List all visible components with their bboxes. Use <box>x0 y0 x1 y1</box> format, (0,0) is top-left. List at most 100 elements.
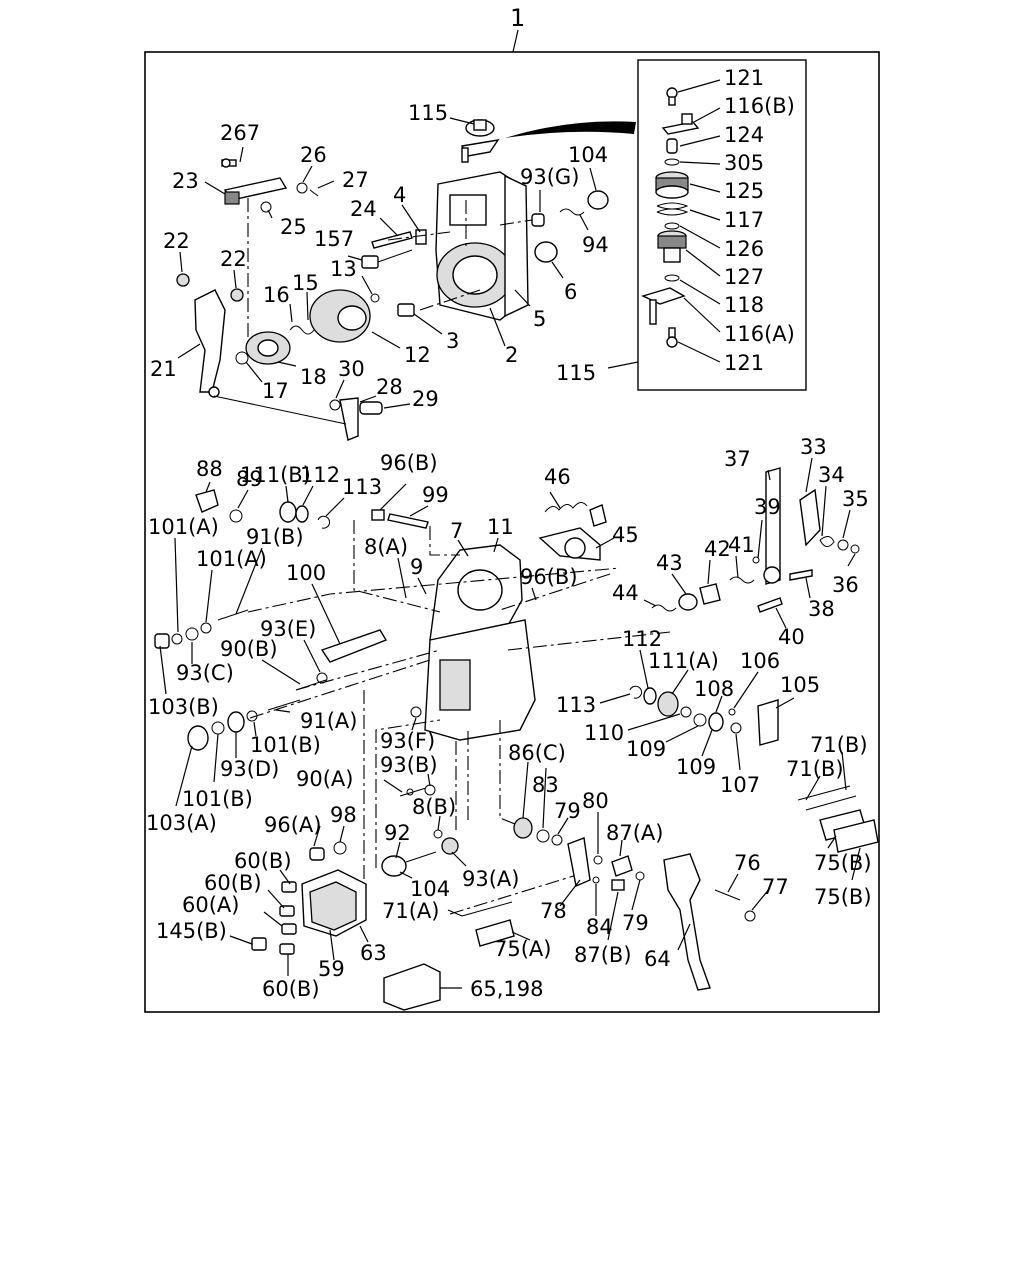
callout-116a: 116(A) <box>724 322 795 346</box>
callout-16: 16 <box>263 283 290 307</box>
callout-60a: 60(A) <box>182 893 239 917</box>
callout-75b-2: 75(B) <box>814 885 872 909</box>
callout-92: 92 <box>384 821 411 845</box>
callout-93f: 93(F) <box>380 729 435 753</box>
inset-parts <box>641 87 700 348</box>
callout-79-a: 79 <box>554 799 581 823</box>
callout-37: 37 <box>724 447 751 471</box>
callout-96b-top: 96(B) <box>380 451 438 475</box>
callout-87a: 87(A) <box>606 821 663 845</box>
callout-145b: 145(B) <box>156 919 227 943</box>
lower-assembly-parts <box>251 787 756 1011</box>
callout-113-mid: 113 <box>556 693 596 717</box>
callout-111b-top: 111(B) <box>240 463 311 487</box>
inset-frame-115 <box>637 59 807 391</box>
callout-46: 46 <box>544 465 571 489</box>
callout-17: 17 <box>262 379 289 403</box>
callout-3: 3 <box>446 329 459 353</box>
callout-101a-2: 101(A) <box>196 547 267 571</box>
callout-93e: 93(E) <box>260 617 316 641</box>
callout-75b-1: 75(B) <box>814 851 872 875</box>
callout-93a: 93(A) <box>462 867 519 891</box>
callout-87b: 87(B) <box>574 943 632 967</box>
callout-27: 27 <box>342 168 369 192</box>
callout-22-left: 22 <box>163 229 190 253</box>
upper-dashed-leaders <box>247 198 533 340</box>
callout-43: 43 <box>656 551 683 575</box>
callout-60b-3: 60(B) <box>262 977 320 1001</box>
callout-30: 30 <box>338 357 365 381</box>
callout-83: 83 <box>532 773 559 797</box>
callout-22-right: 22 <box>220 247 247 271</box>
callout-116b: 116(B) <box>724 94 795 118</box>
upper-assembly-parts <box>176 119 609 441</box>
callout-93b: 93(B) <box>380 753 438 777</box>
inset-leaders <box>607 79 721 369</box>
callout-126: 126 <box>724 237 764 261</box>
callout-96a: 96(A) <box>264 813 321 837</box>
callout-assembly-1: 1 <box>510 4 525 32</box>
callout-125: 125 <box>724 179 764 203</box>
callout-71b-1: 71(B) <box>810 733 868 757</box>
callout-8b: 8(B) <box>412 795 456 819</box>
callout-157: 157 <box>314 227 354 251</box>
callout-96b-mid: 96(B) <box>520 565 578 589</box>
callout-88: 88 <box>196 457 223 481</box>
callout-8a: 8(A) <box>364 535 408 559</box>
callout-101a-1: 101(A) <box>148 515 219 539</box>
callout-75a: 75(A) <box>494 937 551 961</box>
callout-38: 38 <box>808 597 835 621</box>
callout-23: 23 <box>172 169 199 193</box>
callout-9: 9 <box>410 555 423 579</box>
callout-77: 77 <box>762 875 789 899</box>
callout-90b: 90(B) <box>220 637 278 661</box>
callout-99: 99 <box>422 483 449 507</box>
callout-100: 100 <box>286 561 326 585</box>
callout-35: 35 <box>842 487 869 511</box>
middle-dashed-leaders <box>247 520 671 915</box>
callout-29: 29 <box>412 387 439 411</box>
callout-121-lower: 121 <box>724 351 764 375</box>
inset-reference-arrow <box>505 121 636 138</box>
callout-71a: 71(A) <box>382 899 439 923</box>
callout-labels: 121 116(B) 124 305 125 117 126 127 118 1… <box>146 66 872 1001</box>
callout-305: 305 <box>724 151 764 175</box>
callout-112-top: 112 <box>300 463 340 487</box>
callout-7: 7 <box>450 519 463 543</box>
callout-121: 121 <box>724 66 764 90</box>
callout-leader-lines <box>159 117 861 989</box>
callout-117: 117 <box>724 208 764 232</box>
callout-42: 42 <box>704 537 731 561</box>
callout-64: 64 <box>644 947 671 971</box>
callout-71b-2: 71(B) <box>786 757 844 781</box>
callout-15: 15 <box>292 271 319 295</box>
callout-93c: 93(C) <box>176 661 234 685</box>
callout-104-bottom: 104 <box>410 877 450 901</box>
callout-105: 105 <box>780 673 820 697</box>
callout-127: 127 <box>724 265 764 289</box>
callout-124: 124 <box>724 123 764 147</box>
callout-115: 115 <box>408 101 448 125</box>
callout-4: 4 <box>393 183 406 207</box>
callout-39: 39 <box>754 495 781 519</box>
callout-93d: 93(D) <box>220 757 279 781</box>
callout-36: 36 <box>832 573 859 597</box>
callout-41: 41 <box>728 533 755 557</box>
callout-60b-2: 60(B) <box>204 871 262 895</box>
callout-21: 21 <box>150 357 177 381</box>
callout-86c: 86(C) <box>508 741 566 765</box>
callout-5: 5 <box>533 307 546 331</box>
callout-101b-1: 101(B) <box>250 733 321 757</box>
callout-34: 34 <box>818 463 845 487</box>
callout-267: 267 <box>220 121 260 145</box>
callout-63: 63 <box>360 941 387 965</box>
callout-11: 11 <box>487 515 514 539</box>
callout-25: 25 <box>280 215 307 239</box>
callout-79-b: 79 <box>622 911 649 935</box>
callout-108: 108 <box>694 677 734 701</box>
callout-45: 45 <box>612 523 639 547</box>
callout-91a: 91(A) <box>300 709 357 733</box>
callout-80: 80 <box>582 789 609 813</box>
callout-12: 12 <box>404 343 431 367</box>
callout-90a: 90(A) <box>296 767 353 791</box>
